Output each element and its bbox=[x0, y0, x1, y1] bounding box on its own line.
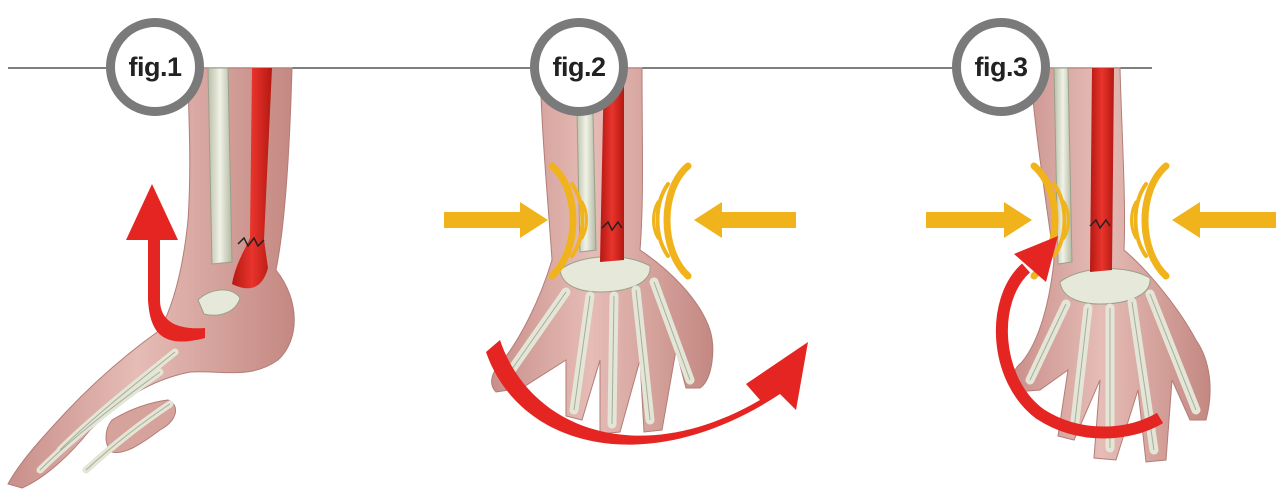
compression-arrow-right bbox=[1172, 202, 1276, 238]
compression-arrow-right bbox=[694, 202, 796, 238]
figure-2-illustration bbox=[444, 68, 808, 445]
figure-3-badge: fig.3 bbox=[952, 18, 1050, 116]
compression-arrow-left bbox=[926, 202, 1032, 238]
compression-arrow-left bbox=[444, 202, 548, 238]
figure-1-illustration bbox=[8, 68, 294, 488]
radius-tendon-red bbox=[1090, 68, 1114, 272]
figure-1-label: fig.1 bbox=[128, 52, 181, 83]
figure-3-label: fig.3 bbox=[974, 52, 1027, 83]
figure-2-label: fig.2 bbox=[552, 52, 605, 83]
figure-2-badge: fig.2 bbox=[530, 18, 628, 116]
figure-1-badge: fig.1 bbox=[106, 18, 204, 116]
figure-3-illustration bbox=[926, 68, 1276, 462]
